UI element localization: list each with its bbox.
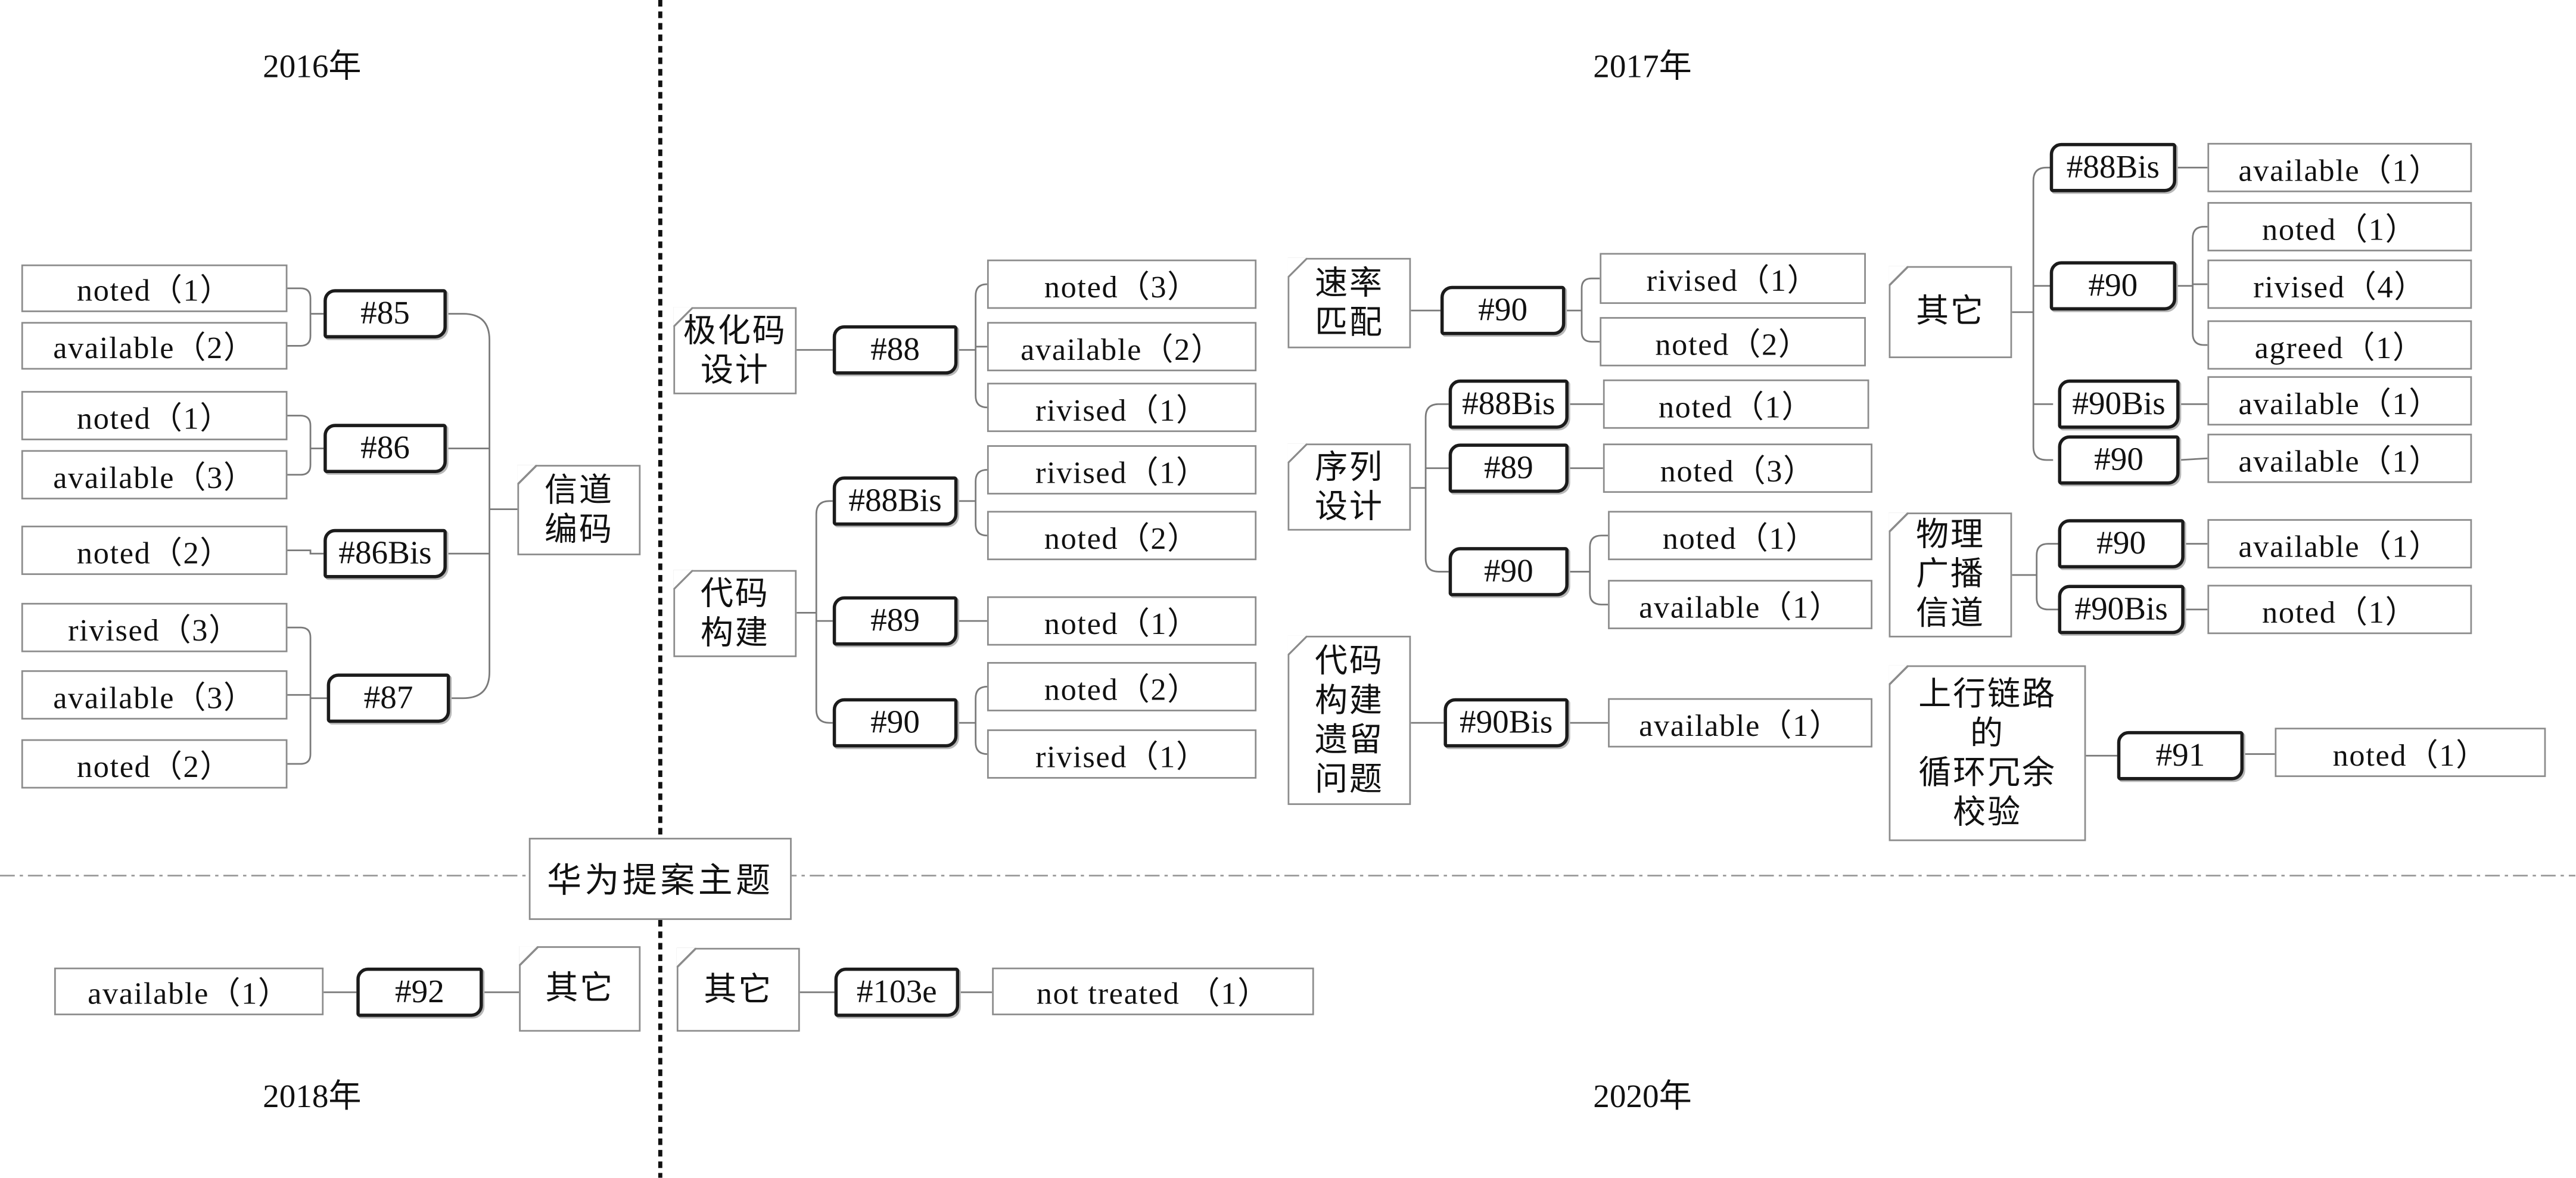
outcome-box: noted（1） xyxy=(21,391,288,440)
outcome-box: rivised（4） xyxy=(2207,259,2472,309)
proposal-tag-103e: #103e xyxy=(834,967,960,1017)
outcome-box: available（1） xyxy=(54,967,324,1015)
outcome-box: available（1） xyxy=(2207,376,2472,426)
center-title: 华为提案主题 xyxy=(528,838,792,920)
proposal-tag-90: #90 xyxy=(832,698,958,748)
connector-line xyxy=(1568,534,1609,605)
outcome-box: rivised（1） xyxy=(987,445,1257,495)
outcome-box: available（2） xyxy=(987,322,1257,372)
outcome-box: noted（1） xyxy=(21,264,288,312)
connector-line xyxy=(287,549,324,555)
outcome-box: rivised（1） xyxy=(987,383,1257,433)
proposal-tag-88bis: #88Bis xyxy=(832,476,958,526)
outcome-box: available（3） xyxy=(21,670,288,720)
topic-sequence-design: 序列 设计 xyxy=(1287,443,1411,531)
outcome-box: noted（1） xyxy=(2207,585,2472,635)
outcome-box: available（1） xyxy=(2207,433,2472,483)
outcome-box: rivised（1） xyxy=(987,729,1257,779)
outcome-box: noted（1） xyxy=(1603,379,1869,429)
outcome-box: noted（1） xyxy=(2275,728,2546,778)
topic-uplink-crc: 上行链路 的 循环冗余 校验 xyxy=(1889,665,2086,841)
proposal-tag-90bis: #90Bis xyxy=(1443,698,1569,748)
outcome-box: available（1） xyxy=(1608,580,1872,629)
topic-rate-matching: 速率 匹配 xyxy=(1287,257,1411,349)
proposal-tag-90: #90 xyxy=(2049,261,2177,311)
proposal-tag-88: #88 xyxy=(832,325,958,375)
connector-line xyxy=(287,626,327,765)
outcome-box: available（1） xyxy=(1608,698,1872,748)
proposal-tag-85: #85 xyxy=(323,289,447,338)
connectors xyxy=(287,166,2275,993)
outcome-box: noted（2） xyxy=(987,511,1257,561)
topic-code-construction: 代码 构建 xyxy=(673,570,797,657)
outcome-box: noted（1） xyxy=(1608,511,1872,561)
outcome-box: noted（2） xyxy=(987,662,1257,711)
topic-code-construction-legacy: 代码 构建 遗留 问题 xyxy=(1287,635,1411,805)
connector-line xyxy=(1411,403,1449,573)
outcome-box: not treated （1） xyxy=(992,967,1314,1015)
outcome-box: rivised（1） xyxy=(1600,253,1866,304)
outcome-box: available（1） xyxy=(2207,142,2472,192)
outcome-box: available（1） xyxy=(2207,519,2472,568)
proposal-tag-90: #90 xyxy=(1448,547,1569,596)
proposal-tag-87: #87 xyxy=(326,673,450,723)
year-label-2016: 2016年 xyxy=(263,48,362,85)
proposal-tag-90: #90 xyxy=(1440,285,1566,335)
outcome-box: noted（3） xyxy=(987,259,1257,309)
proposal-tag-88bis: #88Bis xyxy=(2049,142,2177,192)
proposal-tag-88bis: #88Bis xyxy=(1448,379,1569,429)
topic-other: 其它 xyxy=(519,946,641,1032)
outcome-box: available（3） xyxy=(21,450,288,500)
year-label-2020: 2020年 xyxy=(1593,1078,1692,1115)
outcome-box: noted（2） xyxy=(21,739,288,789)
topic-other: 其它 xyxy=(676,947,800,1032)
connector-line xyxy=(287,415,324,476)
outcome-box: available（2） xyxy=(21,322,288,370)
connector-line xyxy=(2176,226,2208,346)
outcome-box: noted（1） xyxy=(2207,202,2472,251)
proposal-tag-92: #92 xyxy=(356,967,483,1017)
outcome-box: noted（2） xyxy=(1600,317,1866,366)
year-label-2018: 2018年 xyxy=(263,1078,362,1115)
proposal-tag-90: #90 xyxy=(2058,435,2180,485)
proposal-tag-91: #91 xyxy=(2117,731,2244,781)
connector-line xyxy=(2012,543,2058,611)
connector-line xyxy=(1565,277,1600,343)
outcome-box: noted（2） xyxy=(21,526,288,575)
proposal-tag-90bis: #90Bis xyxy=(2058,379,2180,429)
connector-line xyxy=(287,287,324,347)
proposal-tag-89: #89 xyxy=(1448,443,1569,493)
proposal-tag-90bis: #90Bis xyxy=(2058,585,2185,635)
connector-line xyxy=(2012,166,2054,461)
topic-physical-broadcast-channel: 物理 广播 信道 xyxy=(1889,512,2012,638)
connector-line xyxy=(448,313,518,700)
connector-line xyxy=(957,686,988,755)
proposal-tag-89: #89 xyxy=(832,596,958,646)
topic-other: 其它 xyxy=(1889,266,2012,359)
outcome-box: rivised（3） xyxy=(21,602,288,652)
outcome-box: agreed（1） xyxy=(2207,320,2472,370)
year-label-2017: 2017年 xyxy=(1593,48,1692,85)
outcome-box: noted（1） xyxy=(987,596,1257,646)
connector-line xyxy=(2179,457,2208,461)
proposal-tag-86: #86 xyxy=(323,424,447,474)
proposal-tag-90: #90 xyxy=(2058,519,2185,568)
connector-line xyxy=(957,283,988,409)
proposal-tag-86bis: #86Bis xyxy=(323,529,447,579)
outcome-box: noted（3） xyxy=(1603,443,1872,493)
topic-channel-coding: 信道 编码 xyxy=(517,465,641,555)
connector-line xyxy=(797,500,833,724)
connector-line xyxy=(957,469,988,537)
topic-polar-code-design: 极化码 设计 xyxy=(673,307,797,394)
